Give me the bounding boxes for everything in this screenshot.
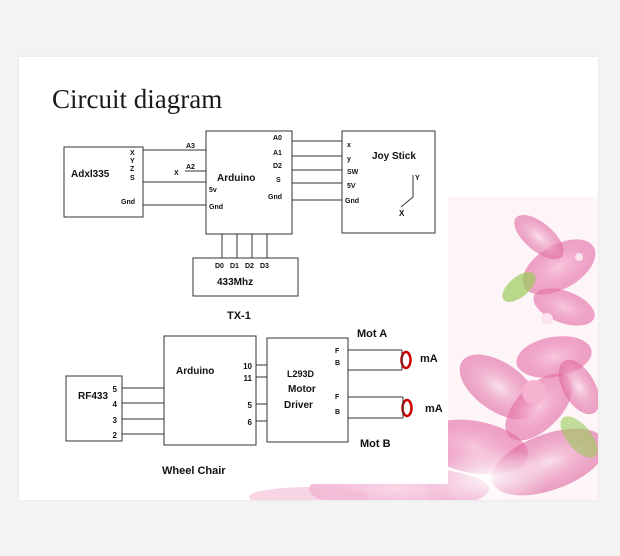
joystick-axis-symbol	[400, 175, 414, 208]
pin-label: D1	[230, 263, 239, 270]
flower-decoration	[249, 197, 598, 500]
adxl335-label: Adxl335	[71, 169, 110, 180]
motor-driver-box	[266, 337, 349, 443]
slide: Circuit diagram	[19, 57, 598, 500]
pin-label: A1	[273, 150, 282, 157]
rx-arduino-label: Arduino	[176, 366, 214, 377]
pin-label: y	[347, 156, 351, 163]
pin-label: D3	[260, 263, 269, 270]
pin-label: 5v	[209, 187, 217, 194]
rf433mhz-label: 433Mhz	[217, 277, 253, 288]
pin-label: B	[335, 409, 340, 416]
pin-label: 4	[113, 400, 118, 409]
motor-b-current: mA	[425, 403, 443, 415]
pin-label: 11	[244, 374, 253, 383]
pin-label: A2	[186, 164, 195, 171]
pin-label: 3	[113, 416, 118, 425]
pin-label: F	[335, 394, 340, 401]
tx-caption: TX-1	[227, 310, 251, 322]
pin-label: F	[335, 348, 340, 355]
slide-title: Circuit diagram	[52, 84, 223, 114]
circuit-diagram: Adxl335 X Y Z S Gnd X Arduino A3 A2 5v G…	[55, 125, 448, 484]
wire	[63, 130, 436, 446]
motor-b-symbol	[401, 398, 413, 418]
motor-driver-line3: Driver	[284, 400, 313, 411]
rx-arduino-box	[163, 335, 257, 446]
pin-label: D2	[245, 263, 254, 270]
pin-label: Gnd	[121, 199, 135, 206]
motor-b-label: Mot B	[360, 438, 391, 450]
joystick-label: Joy Stick	[372, 151, 416, 162]
motor-driver-line1: L293D	[287, 369, 315, 379]
pin-label: X	[174, 170, 179, 177]
wire	[400, 350, 412, 370]
wire	[401, 398, 413, 418]
pin-label: Gnd	[268, 194, 282, 201]
rx-caption: Wheel Chair	[162, 465, 226, 477]
motor-a-label: Mot A	[357, 328, 387, 340]
pin-label: A0	[273, 135, 282, 142]
pin-label: 5	[248, 401, 253, 410]
motor-a-symbol	[400, 350, 412, 370]
pin-label: A3	[186, 143, 195, 150]
pin-label: S	[276, 177, 281, 184]
pin-label: X	[399, 209, 405, 218]
pin-label: 5	[113, 385, 118, 394]
pin-label: B	[335, 360, 340, 367]
pin-label: D2	[273, 163, 282, 170]
rf433-box	[65, 375, 123, 442]
joystick-box	[341, 130, 436, 234]
rf433-label: RF433	[78, 391, 108, 402]
pin-label: SW	[347, 169, 359, 176]
pin-label: 5V	[347, 183, 356, 190]
pin-label: D0	[215, 263, 224, 270]
pin-label: Y	[130, 158, 135, 165]
motor-a-current: mA	[420, 353, 438, 365]
pin-label: 10	[243, 362, 252, 371]
pin-label: Z	[130, 166, 135, 173]
pin-label: 2	[113, 431, 118, 440]
motor-driver-line2: Motor	[288, 384, 316, 395]
pin-label: Gnd	[345, 198, 359, 205]
pin-label: X	[130, 150, 135, 157]
pin-label: Gnd	[209, 204, 223, 211]
pin-label: Y	[415, 175, 420, 182]
rf433mhz-box	[192, 257, 299, 297]
pin-label: S	[130, 175, 135, 182]
tx-arduino-label: Arduino	[217, 173, 255, 184]
pin-label: x	[347, 142, 351, 149]
pin-label: 6	[248, 418, 253, 427]
